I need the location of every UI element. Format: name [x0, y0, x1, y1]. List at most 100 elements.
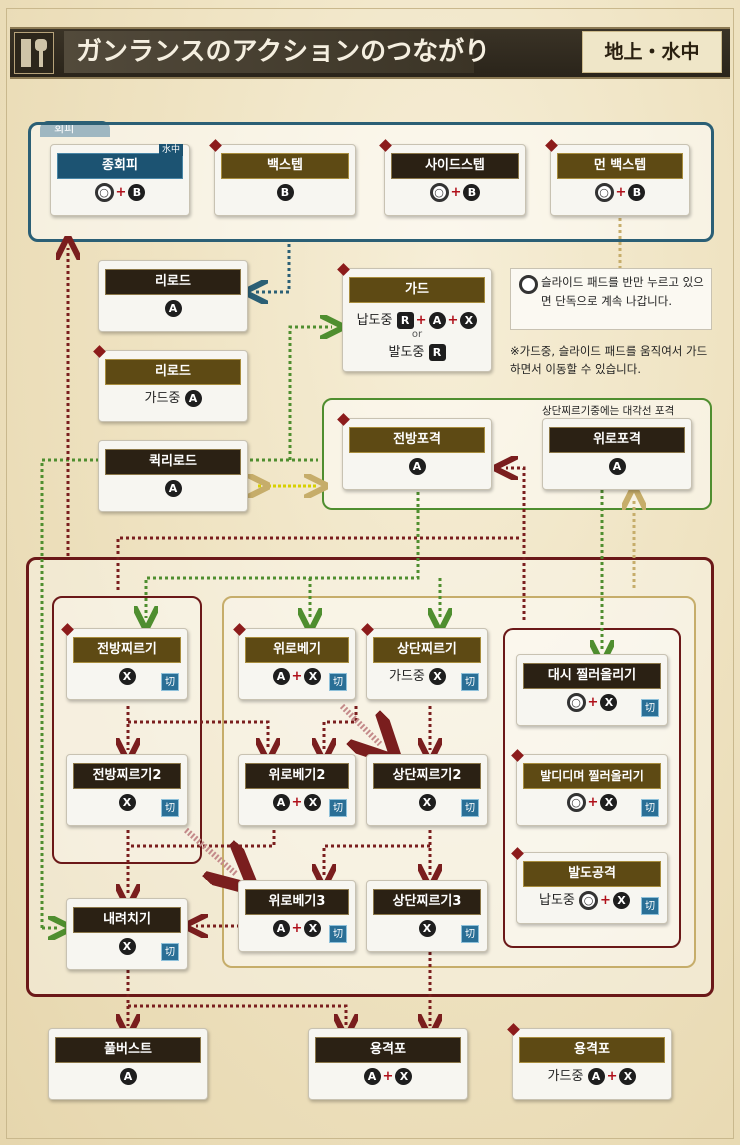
- a-button-icon: A: [608, 458, 626, 475]
- mode-label: 地上・水中: [582, 31, 722, 73]
- x-button-icon: X: [460, 312, 478, 329]
- node-fwd-poke2: 전방찌르기2 X 切: [66, 754, 188, 826]
- node-overhead: 내려치기 X 切: [66, 898, 188, 970]
- node-input: A: [49, 1067, 207, 1087]
- x-button-icon: X: [118, 668, 136, 685]
- x-button-icon: X: [418, 920, 436, 937]
- node-input: ○+B: [551, 183, 689, 203]
- node-input: A+X: [239, 667, 355, 687]
- x-button-icon: X: [304, 668, 322, 685]
- kiri-icon: 切: [461, 673, 479, 691]
- node-input: A: [99, 479, 247, 499]
- page-title: ガンランスのアクションのつながり: [64, 31, 490, 73]
- r-button-icon: R: [428, 344, 446, 361]
- node-input: 가드중 A+X: [513, 1067, 671, 1087]
- node-title: 리로드: [105, 359, 241, 385]
- node-input-alt: 발도중 R: [343, 343, 491, 363]
- node-input: ○+B: [385, 183, 525, 203]
- node-backstep: 백스텝 B: [209, 139, 356, 216]
- node-dodge: 종회피 水中 ○+B: [50, 144, 190, 216]
- node-sidestep: 사이드스텝 ○+B: [379, 139, 526, 216]
- node-input: A: [99, 299, 247, 319]
- node-input: 납도중 ○+X: [517, 891, 667, 911]
- kiri-icon: 切: [161, 943, 179, 961]
- x-button-icon: X: [118, 938, 136, 955]
- node-fwd-shell: 전방포격 A: [337, 413, 492, 490]
- node-title: 상단찌르기3: [373, 889, 481, 915]
- node-guard: 가드 납도중 R+A+X or 발도중 R: [337, 263, 492, 372]
- b-button-icon: B: [463, 184, 481, 201]
- a-button-icon: A: [272, 920, 290, 937]
- x-button-icon: X: [395, 1068, 413, 1085]
- kiri-icon: 切: [161, 673, 179, 691]
- slide-pad-icon: ○: [566, 793, 586, 812]
- node-input: A: [543, 457, 691, 477]
- kiri-icon: 切: [461, 925, 479, 943]
- slide-pad-icon: ○: [594, 183, 614, 202]
- node-quick-reload: 퀵리로드 A: [98, 440, 248, 512]
- node-input: X: [367, 919, 487, 939]
- node-input: ○+X: [517, 693, 667, 713]
- slide-pad-note: 슬라이드 패드를 반만 누르고 있으면 단독으로 계속 나갑니다.: [510, 268, 712, 330]
- node-input: A: [343, 457, 491, 477]
- x-button-icon: X: [304, 794, 322, 811]
- node-title: 내려치기: [73, 907, 181, 933]
- kiri-icon: 切: [329, 673, 347, 691]
- node-high-poke2: 상단찌르기2 X 切: [366, 754, 488, 826]
- node-up-slash2: 위로베기2 A+X 切: [238, 754, 356, 826]
- node-title: 상단찌르기: [373, 637, 481, 663]
- node-title: 풀버스트: [55, 1037, 201, 1063]
- x-button-icon: X: [429, 668, 447, 685]
- node-input: ○+X: [517, 793, 667, 813]
- a-button-icon: A: [428, 312, 446, 329]
- a-button-icon: A: [164, 300, 182, 317]
- node-title: 발디디며 찔러올리기: [523, 763, 661, 789]
- slide-pad-icon: ○: [429, 183, 449, 202]
- node-title: 퀵리로드: [105, 449, 241, 475]
- node-title: 상단찌르기2: [373, 763, 481, 789]
- a-button-icon: A: [272, 794, 290, 811]
- node-title: 전방찌르기: [73, 637, 181, 663]
- a-button-icon: A: [119, 1068, 137, 1085]
- node-input: X: [67, 937, 187, 957]
- a-button-icon: A: [164, 480, 182, 497]
- a-button-icon: A: [408, 458, 426, 475]
- node-title: 위로베기2: [245, 763, 349, 789]
- node-title: 먼 백스텝: [557, 153, 683, 179]
- node-title: 전방포격: [349, 427, 485, 453]
- node-title: 용격포: [519, 1037, 665, 1063]
- node-wyvern-fire: 용격포 A+X: [308, 1028, 468, 1100]
- kiri-icon: 切: [329, 799, 347, 817]
- kiri-icon: 切: [641, 699, 659, 717]
- node-far-backstep: 먼 백스텝 ○+B: [545, 139, 690, 216]
- node-title: 사이드스텝: [391, 153, 519, 179]
- node-input: A+X: [239, 919, 355, 939]
- node-input: 가드중 A: [99, 389, 247, 409]
- node-high-poke: 상단찌르기 가드중 X 切: [361, 623, 488, 700]
- gunlance-icon: [14, 32, 54, 74]
- kiri-icon: 切: [161, 799, 179, 817]
- node-input: B: [215, 183, 355, 203]
- node-input: 납도중 R+A+X: [343, 311, 491, 331]
- node-up-slash: 위로베기 A+X 切: [233, 623, 356, 700]
- a-button-icon: A: [363, 1068, 381, 1085]
- a-button-icon: A: [587, 1068, 605, 1085]
- node-input: 가드중 X: [367, 667, 487, 687]
- x-button-icon: X: [600, 794, 618, 811]
- guard-move-note: ※가드중, 슬라이드 패드를 움직여서 가드하면서 이동할 수 있습니다.: [510, 344, 708, 376]
- x-button-icon: X: [118, 794, 136, 811]
- node-high-poke3: 상단찌르기3 X 切: [366, 880, 488, 952]
- node-title: 전방찌르기2: [73, 763, 181, 789]
- node-draw-attack: 발도공격 납도중 ○+X 切: [511, 847, 668, 924]
- node-title: 위로베기: [245, 637, 349, 663]
- node-input: X: [67, 667, 187, 687]
- kiri-icon: 切: [329, 925, 347, 943]
- node-input: A+X: [309, 1067, 467, 1087]
- node-input: X: [67, 793, 187, 813]
- node-up-shell: 위로포격 A: [542, 418, 692, 490]
- x-button-icon: X: [418, 794, 436, 811]
- b-button-icon: B: [628, 184, 646, 201]
- node-title: 리로드: [105, 269, 241, 295]
- a-button-icon: A: [272, 668, 290, 685]
- x-button-icon: X: [600, 694, 618, 711]
